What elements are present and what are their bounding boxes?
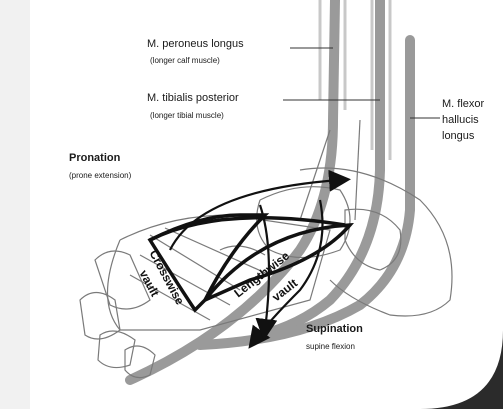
supination-label: Supination xyxy=(306,323,363,335)
peroneus-sub-label: (longer calf muscle) xyxy=(150,56,220,65)
flexor-label-2: hallucis xyxy=(442,114,479,126)
tibialis-label: M. tibialis posterior xyxy=(147,92,239,104)
pronation-label: Pronation xyxy=(69,152,120,164)
tibialis-sub-label: (longer tibial muscle) xyxy=(150,111,224,120)
pronation-sub-label: (prone extension) xyxy=(69,171,131,180)
peroneus-label: M. peroneus longus xyxy=(147,38,244,50)
panel-shadow xyxy=(0,0,30,409)
flexor-label-1: M. flexor xyxy=(442,98,484,110)
flexor-label-3: longus xyxy=(442,130,474,142)
supination-sub-label: supine flexion xyxy=(306,342,355,351)
